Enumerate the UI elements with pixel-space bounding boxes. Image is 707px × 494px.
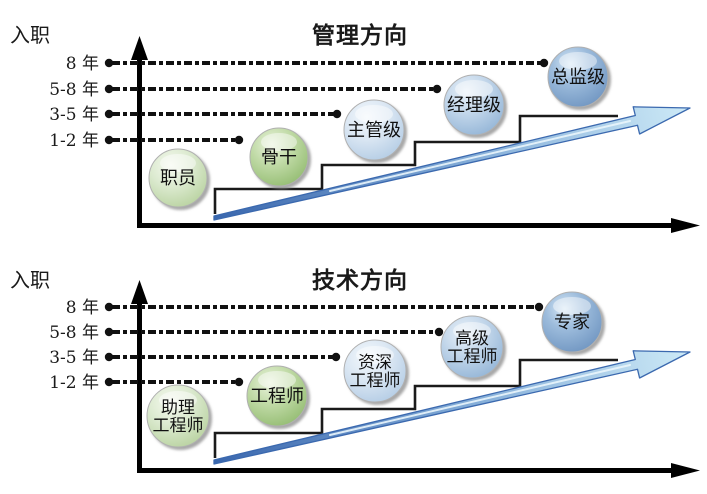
level-ball-manager: 经理级 <box>443 74 505 136</box>
level-label: 职员 <box>160 168 196 189</box>
tenure-line-1-2y <box>104 135 244 145</box>
level-label-line: 资深 <box>358 353 392 373</box>
level-label: 资深工程师 <box>350 353 401 391</box>
growth-arrow <box>213 350 691 465</box>
y-axis-origin-label: 入职 <box>10 268 50 292</box>
technical-chart: 技术方向 入职 8 年 5-8 年 3-5 年 1-2 年 <box>10 267 700 478</box>
level-ball-expert: 专家 <box>541 291 603 353</box>
level-label: 主管级 <box>347 120 401 141</box>
tenure-line-5-8y <box>104 327 444 337</box>
level-label-line: 工程师 <box>350 371 401 391</box>
stair-steps <box>213 114 618 214</box>
level-ball-assistant-engineer: 助理工程师 <box>146 384 210 448</box>
stair-steps <box>213 358 618 458</box>
tick-label: 3-5 年 <box>49 105 99 125</box>
tenure-line-5-8y <box>104 84 442 94</box>
y-axis-arrow-icon <box>131 36 148 60</box>
tenure-line-3-5y <box>104 109 342 119</box>
level-label: 经理级 <box>447 95 501 116</box>
tenure-line-8y <box>104 58 549 68</box>
y-axis-origin-label: 入职 <box>10 23 50 47</box>
y-axis-arrow-icon <box>131 280 148 304</box>
tenure-line-8y <box>104 302 544 312</box>
level-ball-advanced-engineer: 高级工程师 <box>440 315 504 379</box>
level-label: 工程师 <box>250 386 304 407</box>
tick-label: 1-2 年 <box>49 373 99 393</box>
level-ball-supervisor: 主管级 <box>343 99 405 161</box>
growth-arrow <box>213 106 691 221</box>
level-label: 助理工程师 <box>153 398 204 436</box>
level-ball-staff: 职员 <box>148 148 208 208</box>
chart-title: 管理方向 <box>312 22 408 49</box>
level-ball-senior-engineer: 资深工程师 <box>343 339 407 403</box>
level-label-line: 工程师 <box>153 416 204 436</box>
tenure-line-3-5y <box>104 352 341 362</box>
level-label-line: 高级 <box>455 329 489 349</box>
level-label: 专家 <box>554 312 590 333</box>
level-label: 总监级 <box>551 67 605 88</box>
tick-label: 8 年 <box>66 298 99 318</box>
x-axis-arrow-icon <box>671 218 700 233</box>
tick-label: 3-5 年 <box>49 348 99 368</box>
level-label: 高级工程师 <box>447 329 498 367</box>
level-label: 骨干 <box>261 147 297 168</box>
level-label-line: 工程师 <box>447 347 498 367</box>
x-axis-arrow-icon <box>671 463 700 478</box>
level-ball-engineer: 工程师 <box>246 365 308 427</box>
level-ball-director: 总监级 <box>547 46 609 108</box>
level-ball-backbone: 骨干 <box>249 127 309 187</box>
chart-title: 技术方向 <box>312 267 408 294</box>
level-label-line: 助理 <box>161 398 195 418</box>
management-chart: 管理方向 入职 8 年 5-8 年 3-5 年 1-2 年 <box>10 22 700 233</box>
tick-label: 5-8 年 <box>49 80 99 100</box>
tick-label: 1-2 年 <box>49 131 99 151</box>
tick-label: 8 年 <box>66 54 99 74</box>
tenure-line-1-2y <box>104 377 244 387</box>
tick-label: 5-8 年 <box>49 323 99 343</box>
